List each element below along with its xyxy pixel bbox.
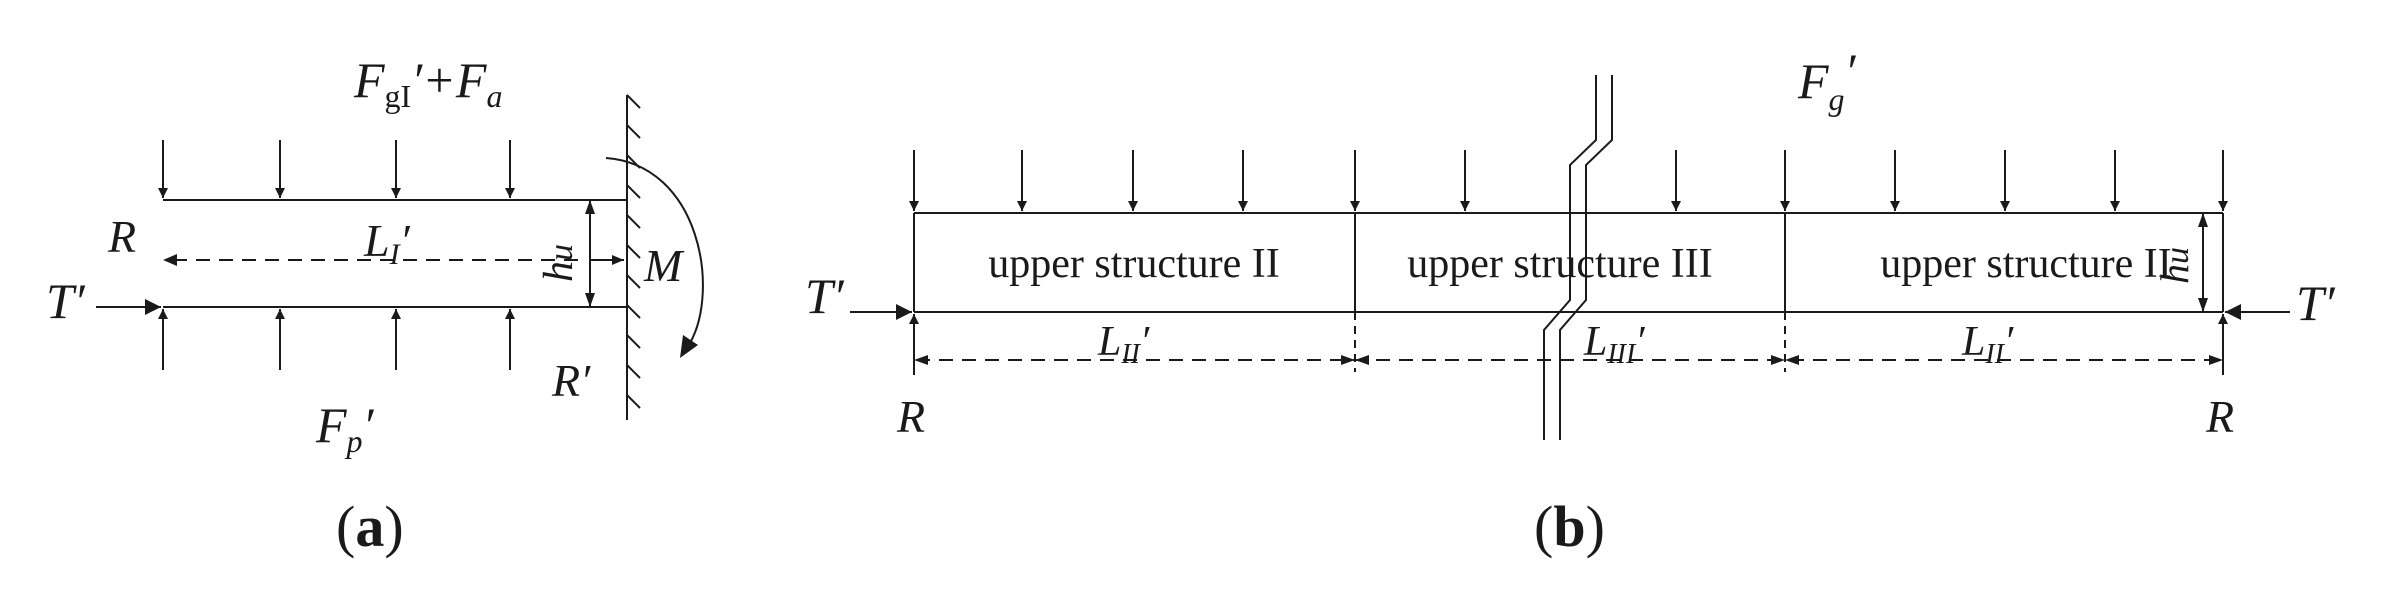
height-arrow-bottom [585, 293, 595, 307]
length-arrow-right [612, 255, 624, 265]
caption-a: (a) [336, 494, 404, 559]
segment-mid-label: upper structure III [1407, 241, 1713, 287]
dim-arrow [2209, 355, 2223, 365]
panel-b: Fg′ upper structure II upper structure I… [805, 43, 2336, 559]
wall-hatching [626, 94, 641, 409]
height-label: hu [536, 244, 582, 282]
panel-a-fixed-wall [626, 94, 641, 420]
reaction-left-label: R [107, 211, 136, 262]
panel-a: FgI′+Fa R LI′ hu M T′ Fp′ R′ (a) [46, 52, 704, 559]
axial-load-left-label: T′ [805, 268, 845, 324]
height-arrow-bottom [2198, 298, 2208, 312]
dim-arrow [1355, 355, 1369, 365]
length-arrow-left [163, 254, 177, 266]
length-dimensions [914, 312, 2223, 372]
moment-label: M [643, 240, 685, 291]
dim-arrow [1341, 355, 1355, 365]
panel-a-bottom-load-arrows [158, 309, 515, 370]
caption-b: (b) [1534, 494, 1605, 559]
top-load-label: Fg′ [1797, 43, 1857, 117]
dim-arrow [1785, 355, 1799, 365]
panel-b-beam [913, 212, 2224, 313]
break-line-right [1559, 75, 1613, 440]
reaction-right-label: R′ [551, 355, 591, 406]
length-mid-label: LIII′ [1583, 319, 1645, 370]
length-left-label: LII′ [1097, 319, 1150, 370]
length-right-label: LII′ [1961, 319, 2014, 370]
break-line-left [1543, 75, 1597, 440]
height-label: hu [2152, 247, 2197, 284]
reaction-right-label: R [2205, 391, 2234, 442]
panel-a-beam [163, 199, 627, 308]
length-label: LI′ [363, 215, 411, 271]
dim-arrow [914, 355, 928, 365]
top-load-label: FgI′+Fa [353, 52, 502, 114]
reaction-left-label: R [896, 391, 925, 442]
axial-load-label: T′ [46, 273, 86, 329]
panel-b-top-load-arrows [909, 150, 2228, 211]
axial-load-right-label: T′ [2296, 275, 2336, 331]
height-arrow-top [2198, 213, 2208, 227]
panel-a-top-load-arrows [158, 140, 515, 198]
segment-right-label: upper structure II [1880, 241, 2172, 287]
break-symbol [1543, 75, 1613, 440]
moment-arc [605, 157, 704, 344]
moment-arrowhead [680, 335, 698, 358]
segment-left-label: upper structure II [988, 241, 1280, 287]
height-arrow-top [585, 200, 595, 214]
dim-arrow [1771, 355, 1785, 365]
bottom-load-label: Fp′ [315, 397, 375, 459]
